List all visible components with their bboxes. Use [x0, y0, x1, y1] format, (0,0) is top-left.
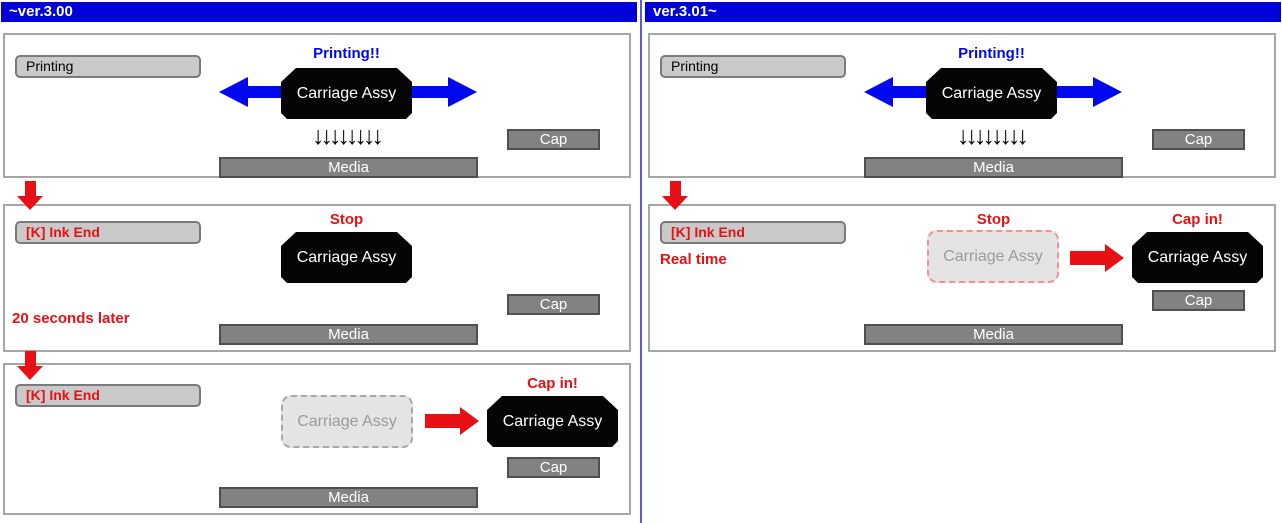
cap-box: Cap: [507, 457, 600, 478]
carriage-assy-ghost-box: Carriage Assy: [281, 395, 413, 448]
red-down-arrow-shaft-icon: [670, 181, 681, 197]
carriage-assy-ghost-box: Carriage Assy: [927, 230, 1059, 283]
status-label: [K] Ink End: [15, 221, 201, 244]
status-label: [K] Ink End: [660, 221, 846, 244]
media-bar: Media: [219, 324, 478, 345]
version-header-right: ver.3.01~: [645, 2, 1281, 22]
cap-box: Cap: [1152, 290, 1245, 311]
red-right-arrow-shaft-icon: [425, 414, 462, 428]
media-bar: Media: [864, 157, 1123, 178]
delay-note: 20 seconds later: [12, 310, 130, 327]
red-down-arrow-head-icon: [17, 196, 43, 210]
stop-caption: Stop: [976, 211, 1011, 228]
cap-box: Cap: [507, 129, 600, 150]
red-right-arrow-head-icon: [460, 407, 479, 435]
cap-in-caption: Cap in!: [527, 375, 578, 392]
column-divider: [640, 0, 642, 523]
status-label: [K] Ink End: [15, 384, 201, 407]
real-time-note: Real time: [660, 251, 727, 268]
carriage-assy-box: Carriage Assy: [487, 396, 618, 447]
ink-drop-arrows-icon: ↓↓↓↓↓↓↓↓: [957, 122, 1029, 150]
cap-box: Cap: [507, 294, 600, 315]
red-right-arrow-shaft-icon: [1070, 251, 1107, 265]
red-down-arrow-head-icon: [17, 366, 43, 380]
printing-caption: Printing!!: [958, 45, 1025, 62]
blue-arrow-left-icon: [219, 77, 248, 107]
stop-caption: Stop: [329, 211, 364, 228]
blue-arrow-right-icon: [1093, 77, 1122, 107]
printing-caption: Printing!!: [313, 45, 380, 62]
carriage-assy-box: Carriage Assy: [926, 68, 1057, 119]
red-down-arrow-shaft-icon: [25, 351, 36, 367]
cap-in-caption: Cap in!: [1172, 211, 1223, 228]
blue-arrow-right-icon: [448, 77, 477, 107]
red-down-arrow-shaft-icon: [25, 181, 36, 197]
red-down-arrow-head-icon: [662, 196, 688, 210]
status-label: Printing: [15, 55, 201, 78]
status-label: Printing: [660, 55, 846, 78]
carriage-assy-box: Carriage Assy: [281, 232, 412, 283]
version-header-left: ~ver.3.00: [1, 2, 637, 22]
blue-arrow-left-icon: [864, 77, 893, 107]
red-right-arrow-head-icon: [1105, 244, 1124, 272]
carriage-assy-box: Carriage Assy: [1132, 232, 1263, 283]
media-bar: Media: [864, 324, 1123, 345]
cap-box: Cap: [1152, 129, 1245, 150]
media-bar: Media: [219, 487, 478, 508]
ink-drop-arrows-icon: ↓↓↓↓↓↓↓↓: [312, 122, 384, 150]
media-bar: Media: [219, 157, 478, 178]
carriage-assy-box: Carriage Assy: [281, 68, 412, 119]
